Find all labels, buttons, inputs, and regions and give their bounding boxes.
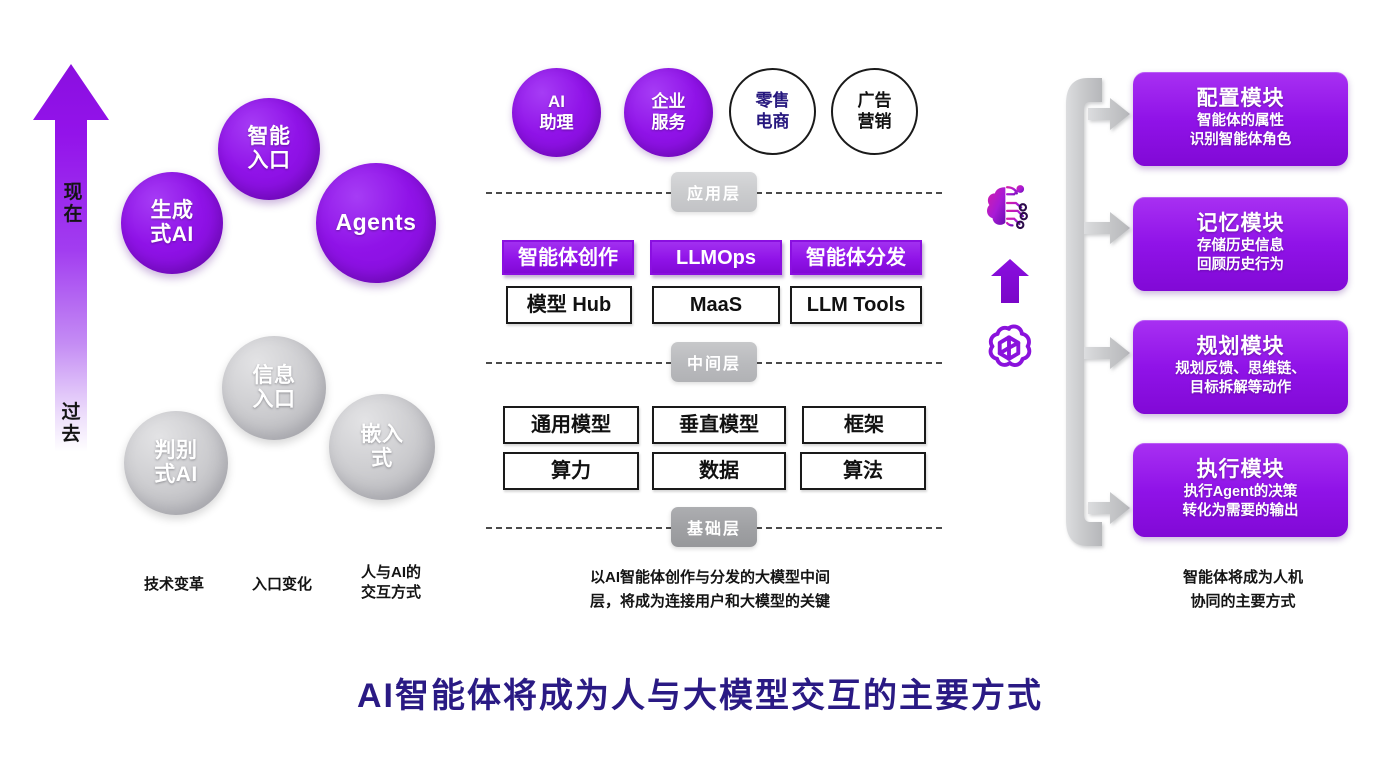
module-config[interactable]: 配置模块 智能体的属性 识别智能体角色	[1133, 72, 1348, 166]
divider-base-layer: 基础层	[486, 507, 942, 547]
module-subline-2: 回顾历史行为	[1197, 257, 1284, 274]
circle-retail-ecommerce[interactable]: 零售电商	[729, 68, 816, 155]
bubble-info-entry[interactable]: 信息入口	[222, 336, 326, 440]
page-title: AI智能体将成为人与大模型交互的主要方式	[357, 677, 1043, 715]
module-planning[interactable]: 规划模块 规划反馈、思维链、 目标拆解等动作	[1133, 320, 1348, 414]
box-framework[interactable]: 框架	[802, 406, 926, 444]
caption-tech-change: 技术变革	[143, 576, 204, 593]
circle-ad-marketing[interactable]: 广告营销	[831, 68, 918, 155]
module-subline-1: 执行Agent的决策	[1183, 484, 1298, 501]
caption-entry-change: 入口变化	[251, 576, 312, 593]
bubble-intelligent-entry[interactable]: 智能入口	[218, 98, 320, 200]
box-general-model[interactable]: 通用模型	[503, 406, 639, 444]
box-compute-power[interactable]: 算力	[503, 452, 639, 490]
circle-enterprise-service[interactable]: 企业服务	[624, 68, 713, 157]
divider-middle-layer: 中间层	[486, 342, 942, 382]
module-title: 执行模块	[1196, 458, 1285, 482]
layer-chip-application: 应用层	[670, 172, 758, 212]
bubble-generative-ai[interactable]: 生成式AI	[121, 172, 223, 274]
timeline-label-present: 现在	[63, 182, 83, 225]
timeline-arrow-icon	[33, 64, 109, 452]
up-arrow-icon	[991, 259, 1029, 303]
module-title: 记忆模块	[1196, 212, 1285, 236]
timeline-label-past: 过去	[61, 402, 81, 445]
module-subline-1: 智能体的属性	[1197, 113, 1284, 130]
bubble-embedded[interactable]: 嵌入式	[329, 394, 435, 500]
layer-chip-middle: 中间层	[670, 342, 758, 382]
module-subline-2: 转化为需要的输出	[1182, 503, 1299, 520]
module-title: 规划模块	[1196, 335, 1285, 359]
box-llmops[interactable]: LLMOps	[650, 240, 782, 275]
box-maas[interactable]: MaaS	[652, 286, 780, 324]
box-agent-distribution[interactable]: 智能体分发	[790, 240, 922, 275]
module-connector-spine	[1066, 78, 1130, 546]
module-subline-2: 目标拆解等动作	[1189, 380, 1292, 397]
caption-human-ai-interaction: 人与AI的交互方式	[360, 564, 421, 602]
box-model-hub[interactable]: 模型 Hub	[506, 286, 632, 324]
box-vertical-model[interactable]: 垂直模型	[652, 406, 786, 444]
openai-logo-icon	[988, 324, 1032, 367]
caption-middle-panel: 以AI智能体创作与分发的大模型中间层，将成为连接用户和大模型的关键	[589, 569, 830, 610]
module-subline-1: 存储历史信息	[1197, 238, 1284, 255]
bubble-agents[interactable]: Agents	[316, 163, 436, 283]
module-subline-1: 规划反馈、思维链、	[1175, 361, 1306, 378]
caption-right-panel: 智能体将成为人机协同的主要方式	[1182, 569, 1303, 610]
box-algorithm[interactable]: 算法	[800, 452, 926, 490]
box-llm-tools[interactable]: LLM Tools	[790, 286, 922, 324]
module-title: 配置模块	[1196, 87, 1285, 111]
divider-application-layer: 应用层	[486, 172, 942, 212]
brain-circuit-icon	[987, 185, 1028, 230]
module-subline-2: 识别智能体角色	[1189, 132, 1292, 149]
module-execution[interactable]: 执行模块 执行Agent的决策 转化为需要的输出	[1133, 443, 1348, 537]
bubble-discriminative-ai[interactable]: 判别式AI	[124, 411, 228, 515]
box-agent-creation[interactable]: 智能体创作	[502, 240, 634, 275]
module-memory[interactable]: 记忆模块 存储历史信息 回顾历史行为	[1133, 197, 1348, 291]
layer-chip-base: 基础层	[670, 507, 758, 547]
box-data[interactable]: 数据	[652, 452, 786, 490]
